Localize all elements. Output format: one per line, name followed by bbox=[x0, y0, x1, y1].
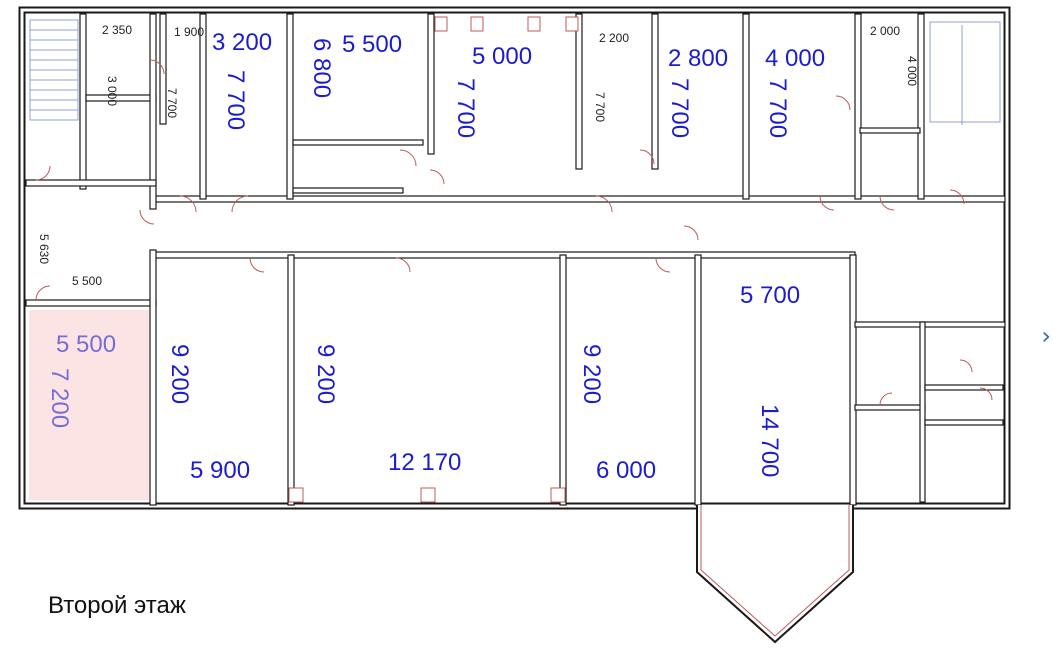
doors bbox=[35, 59, 993, 406]
label-r9a: 2 000 bbox=[870, 24, 900, 38]
label-l1a: 5 630 bbox=[37, 234, 51, 264]
label-r2b: 7 700 bbox=[165, 88, 179, 118]
next-arrow-icon[interactable]: › bbox=[1041, 322, 1051, 350]
label-b4a: 5 700 bbox=[740, 282, 800, 309]
windows bbox=[288, 16, 579, 503]
label-r5b: 7 700 bbox=[452, 78, 479, 138]
label-r1b: 3 000 bbox=[105, 76, 119, 106]
label-l1b: 5 500 bbox=[72, 274, 102, 288]
label-r6a: 2 200 bbox=[599, 31, 629, 45]
label-r4a: 5 500 bbox=[342, 31, 402, 58]
label-r7b: 7 700 bbox=[666, 78, 693, 138]
label-h1a: 5 500 bbox=[56, 331, 116, 358]
label-b3a: 9 200 bbox=[578, 344, 605, 404]
label-r6b: 7 700 bbox=[593, 92, 607, 122]
label-r3b: 7 700 bbox=[222, 70, 249, 130]
label-r7a: 2 800 bbox=[668, 45, 728, 72]
highlighted-room bbox=[29, 310, 149, 500]
floor-caption: Второй этаж bbox=[48, 592, 186, 619]
label-r4b: 6 800 bbox=[308, 38, 335, 98]
label-r3a: 3 200 bbox=[212, 29, 272, 56]
label-r2a: 1 900 bbox=[174, 25, 204, 39]
label-r9b: 4 000 bbox=[905, 56, 919, 86]
bay-window bbox=[696, 505, 854, 644]
label-r8a: 4 000 bbox=[765, 45, 825, 72]
label-h1b: 7 200 bbox=[46, 368, 73, 428]
label-b1b: 5 900 bbox=[190, 457, 250, 484]
label-b4b: 14 700 bbox=[756, 404, 783, 477]
label-r8b: 7 700 bbox=[764, 78, 791, 138]
staircase bbox=[29, 19, 1001, 125]
label-b2a: 9 200 bbox=[312, 344, 339, 404]
building-walls bbox=[18, 6, 1011, 510]
label-r5a: 5 000 bbox=[472, 43, 532, 70]
label-b2b: 12 170 bbox=[388, 449, 461, 476]
label-r1a: 2 350 bbox=[102, 23, 132, 37]
label-b1a: 9 200 bbox=[166, 344, 193, 404]
label-b3b: 6 000 bbox=[596, 457, 656, 484]
